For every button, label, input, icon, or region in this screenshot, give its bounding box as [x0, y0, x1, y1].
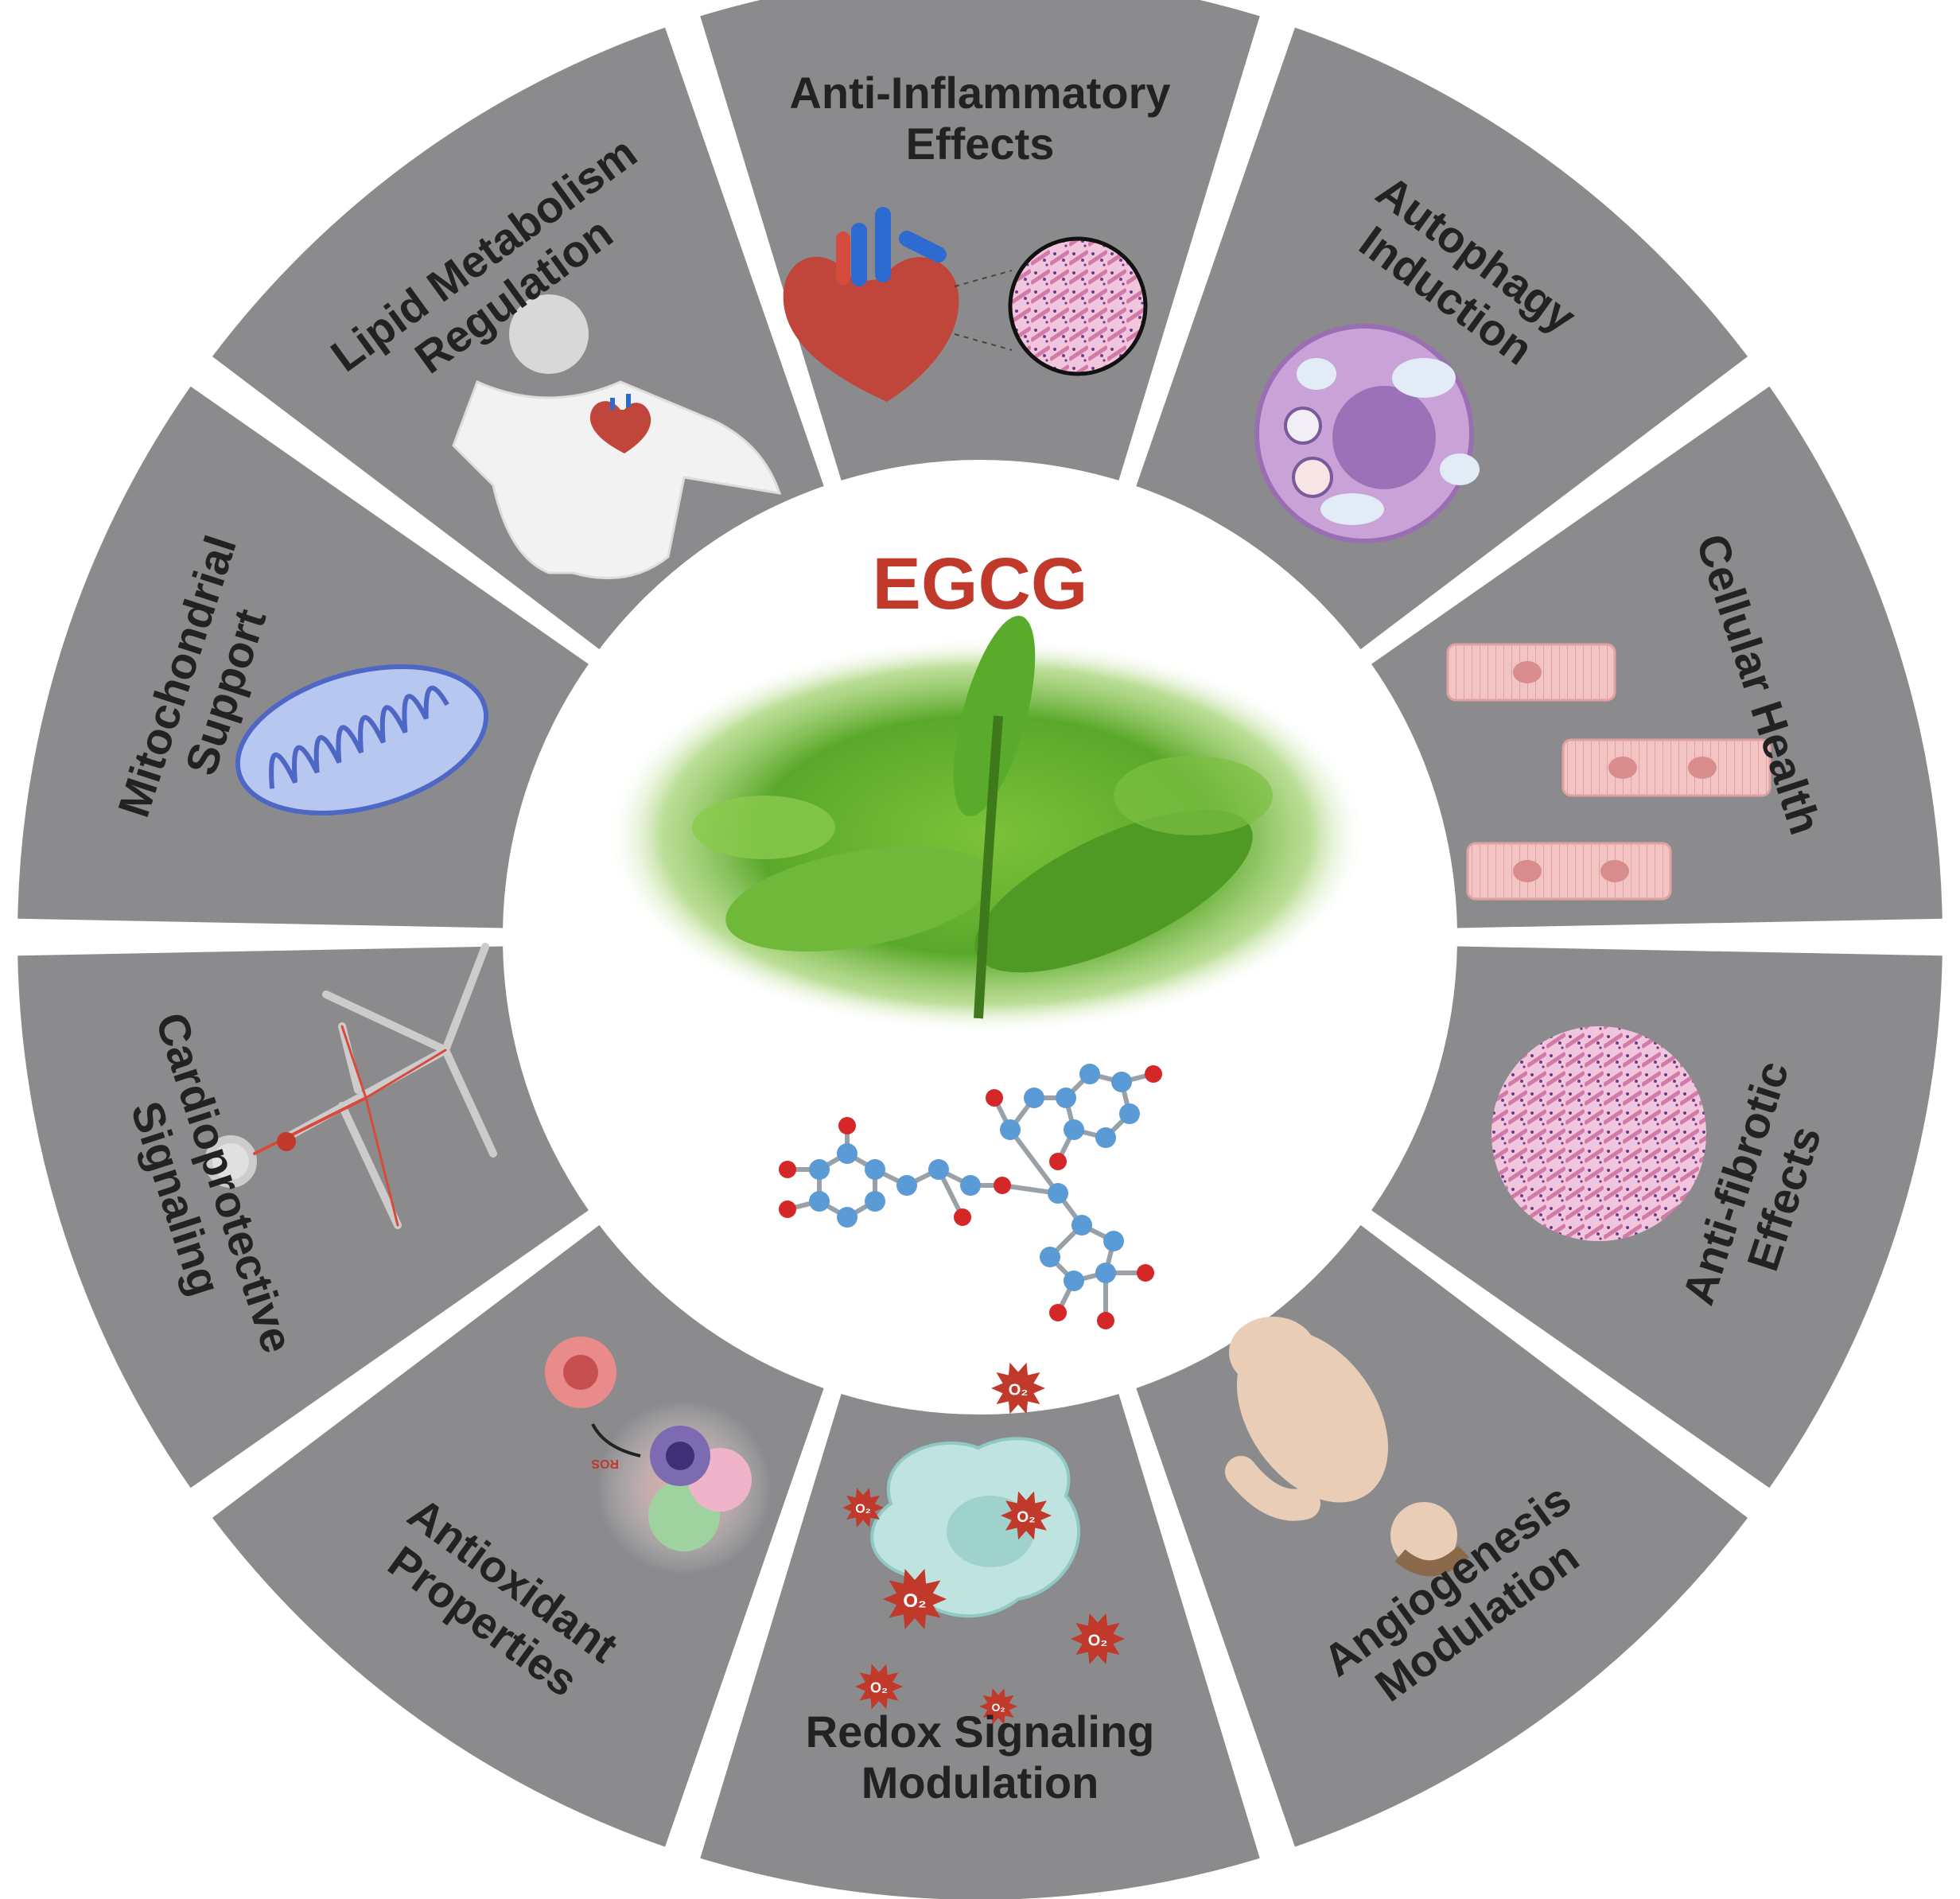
- heart-histology-icon: [783, 207, 1148, 402]
- segment-cardioprotective: [18, 946, 589, 1488]
- ros-star-icon: [1071, 1613, 1125, 1665]
- carbon-atom: [809, 1191, 830, 1212]
- ros-star-label: O₂: [855, 1503, 871, 1516]
- carbon-atom: [1071, 1215, 1092, 1236]
- segment-cellular-health: [1371, 386, 1942, 928]
- carbon-atom: [865, 1191, 885, 1212]
- immune-cells-ros-icon: ROS: [545, 1337, 772, 1575]
- oxygen-atom: [1097, 1312, 1114, 1329]
- carbon-atom: [1056, 1088, 1076, 1108]
- carbon-atom: [837, 1207, 858, 1228]
- fibrotic-tissue-icon: [1491, 1026, 1706, 1241]
- carbon-atom: [928, 1159, 949, 1180]
- carbon-atom: [960, 1175, 981, 1196]
- cell-autophagy-icon: [1254, 324, 1480, 543]
- ros-star-label: O₂: [1017, 1509, 1035, 1526]
- vascular-system-icon: [204, 943, 497, 1229]
- carbon-atom: [809, 1159, 830, 1180]
- segment-mitochondrial: [18, 386, 589, 928]
- ros-star-label: O₂: [870, 1680, 888, 1696]
- segment-label-line: Anti-Inflammatory: [789, 68, 1170, 118]
- segment-label-line: Modulation: [861, 1757, 1099, 1808]
- carbon-atom: [1119, 1103, 1140, 1124]
- mitochondrion-icon: [235, 664, 489, 815]
- oxygen-atom: [986, 1089, 1003, 1107]
- egcg-molecule-icon: [779, 1064, 1162, 1329]
- oxygen-atom: [1049, 1153, 1067, 1170]
- carbon-atom: [1024, 1088, 1044, 1108]
- green-tea-leaves-image: [605, 616, 1368, 1034]
- segment-redox: [700, 1394, 1260, 1899]
- carbon-atom: [865, 1159, 885, 1180]
- oxygen-atom: [994, 1177, 1011, 1194]
- ros-star-label: O₂: [991, 1701, 1005, 1714]
- carbon-atom: [896, 1175, 917, 1196]
- center-title: EGCG: [873, 543, 1088, 625]
- carbon-atom: [1095, 1263, 1116, 1283]
- carbon-atom: [1064, 1271, 1084, 1291]
- segment-antioxidant: [212, 1224, 824, 1847]
- oxygen-atom: [838, 1117, 856, 1134]
- carbon-atom: [1040, 1247, 1060, 1267]
- ros-star-icon: [979, 1688, 1017, 1725]
- ros-stars-group: O₂ O₂ O₂ O₂ O₂ O₂ O₂: [842, 1362, 1125, 1725]
- oxygen-atom: [1145, 1065, 1162, 1083]
- ros-star-icon: [855, 1664, 903, 1710]
- oxygen-atom: [1049, 1304, 1067, 1321]
- human-torso-heart-icon: [452, 294, 782, 580]
- carbon-atom: [1000, 1119, 1021, 1140]
- ros-star-label: O₂: [1009, 1382, 1028, 1399]
- carbon-atom: [1111, 1072, 1132, 1092]
- molecule-bond: [1008, 1128, 1060, 1195]
- oxygen-atom: [779, 1161, 796, 1178]
- ros-star-label: O₂: [1088, 1632, 1107, 1650]
- human-body-icon: [1225, 1317, 1470, 1577]
- carbon-atom: [1103, 1231, 1124, 1251]
- carbon-atom: [1079, 1064, 1100, 1084]
- ros-star-label: O₂: [903, 1590, 926, 1612]
- ros-label: ROS: [591, 1457, 619, 1470]
- oxygen-atom: [954, 1208, 971, 1226]
- icons-layer: O₂ O₂ O₂ O₂ O₂ O₂ O₂ ROS: [204, 207, 1771, 1725]
- ros-star-icon: [1001, 1491, 1052, 1540]
- oxygen-atom: [1137, 1264, 1154, 1282]
- carbon-atom: [1095, 1127, 1116, 1148]
- carbon-atom: [1064, 1119, 1084, 1140]
- segment-label-line: Redox Signaling: [806, 1706, 1155, 1757]
- ros-star-icon: [991, 1362, 1045, 1415]
- ros-star-icon: [842, 1488, 884, 1527]
- carbon-atom: [1048, 1183, 1068, 1204]
- cardiomyocytes-icon: [1446, 643, 1771, 901]
- segment-label-line: Effects: [906, 119, 1055, 169]
- carbon-atom: [837, 1143, 858, 1164]
- ros-star-icon: [883, 1569, 947, 1629]
- oxygen-atom: [779, 1200, 796, 1218]
